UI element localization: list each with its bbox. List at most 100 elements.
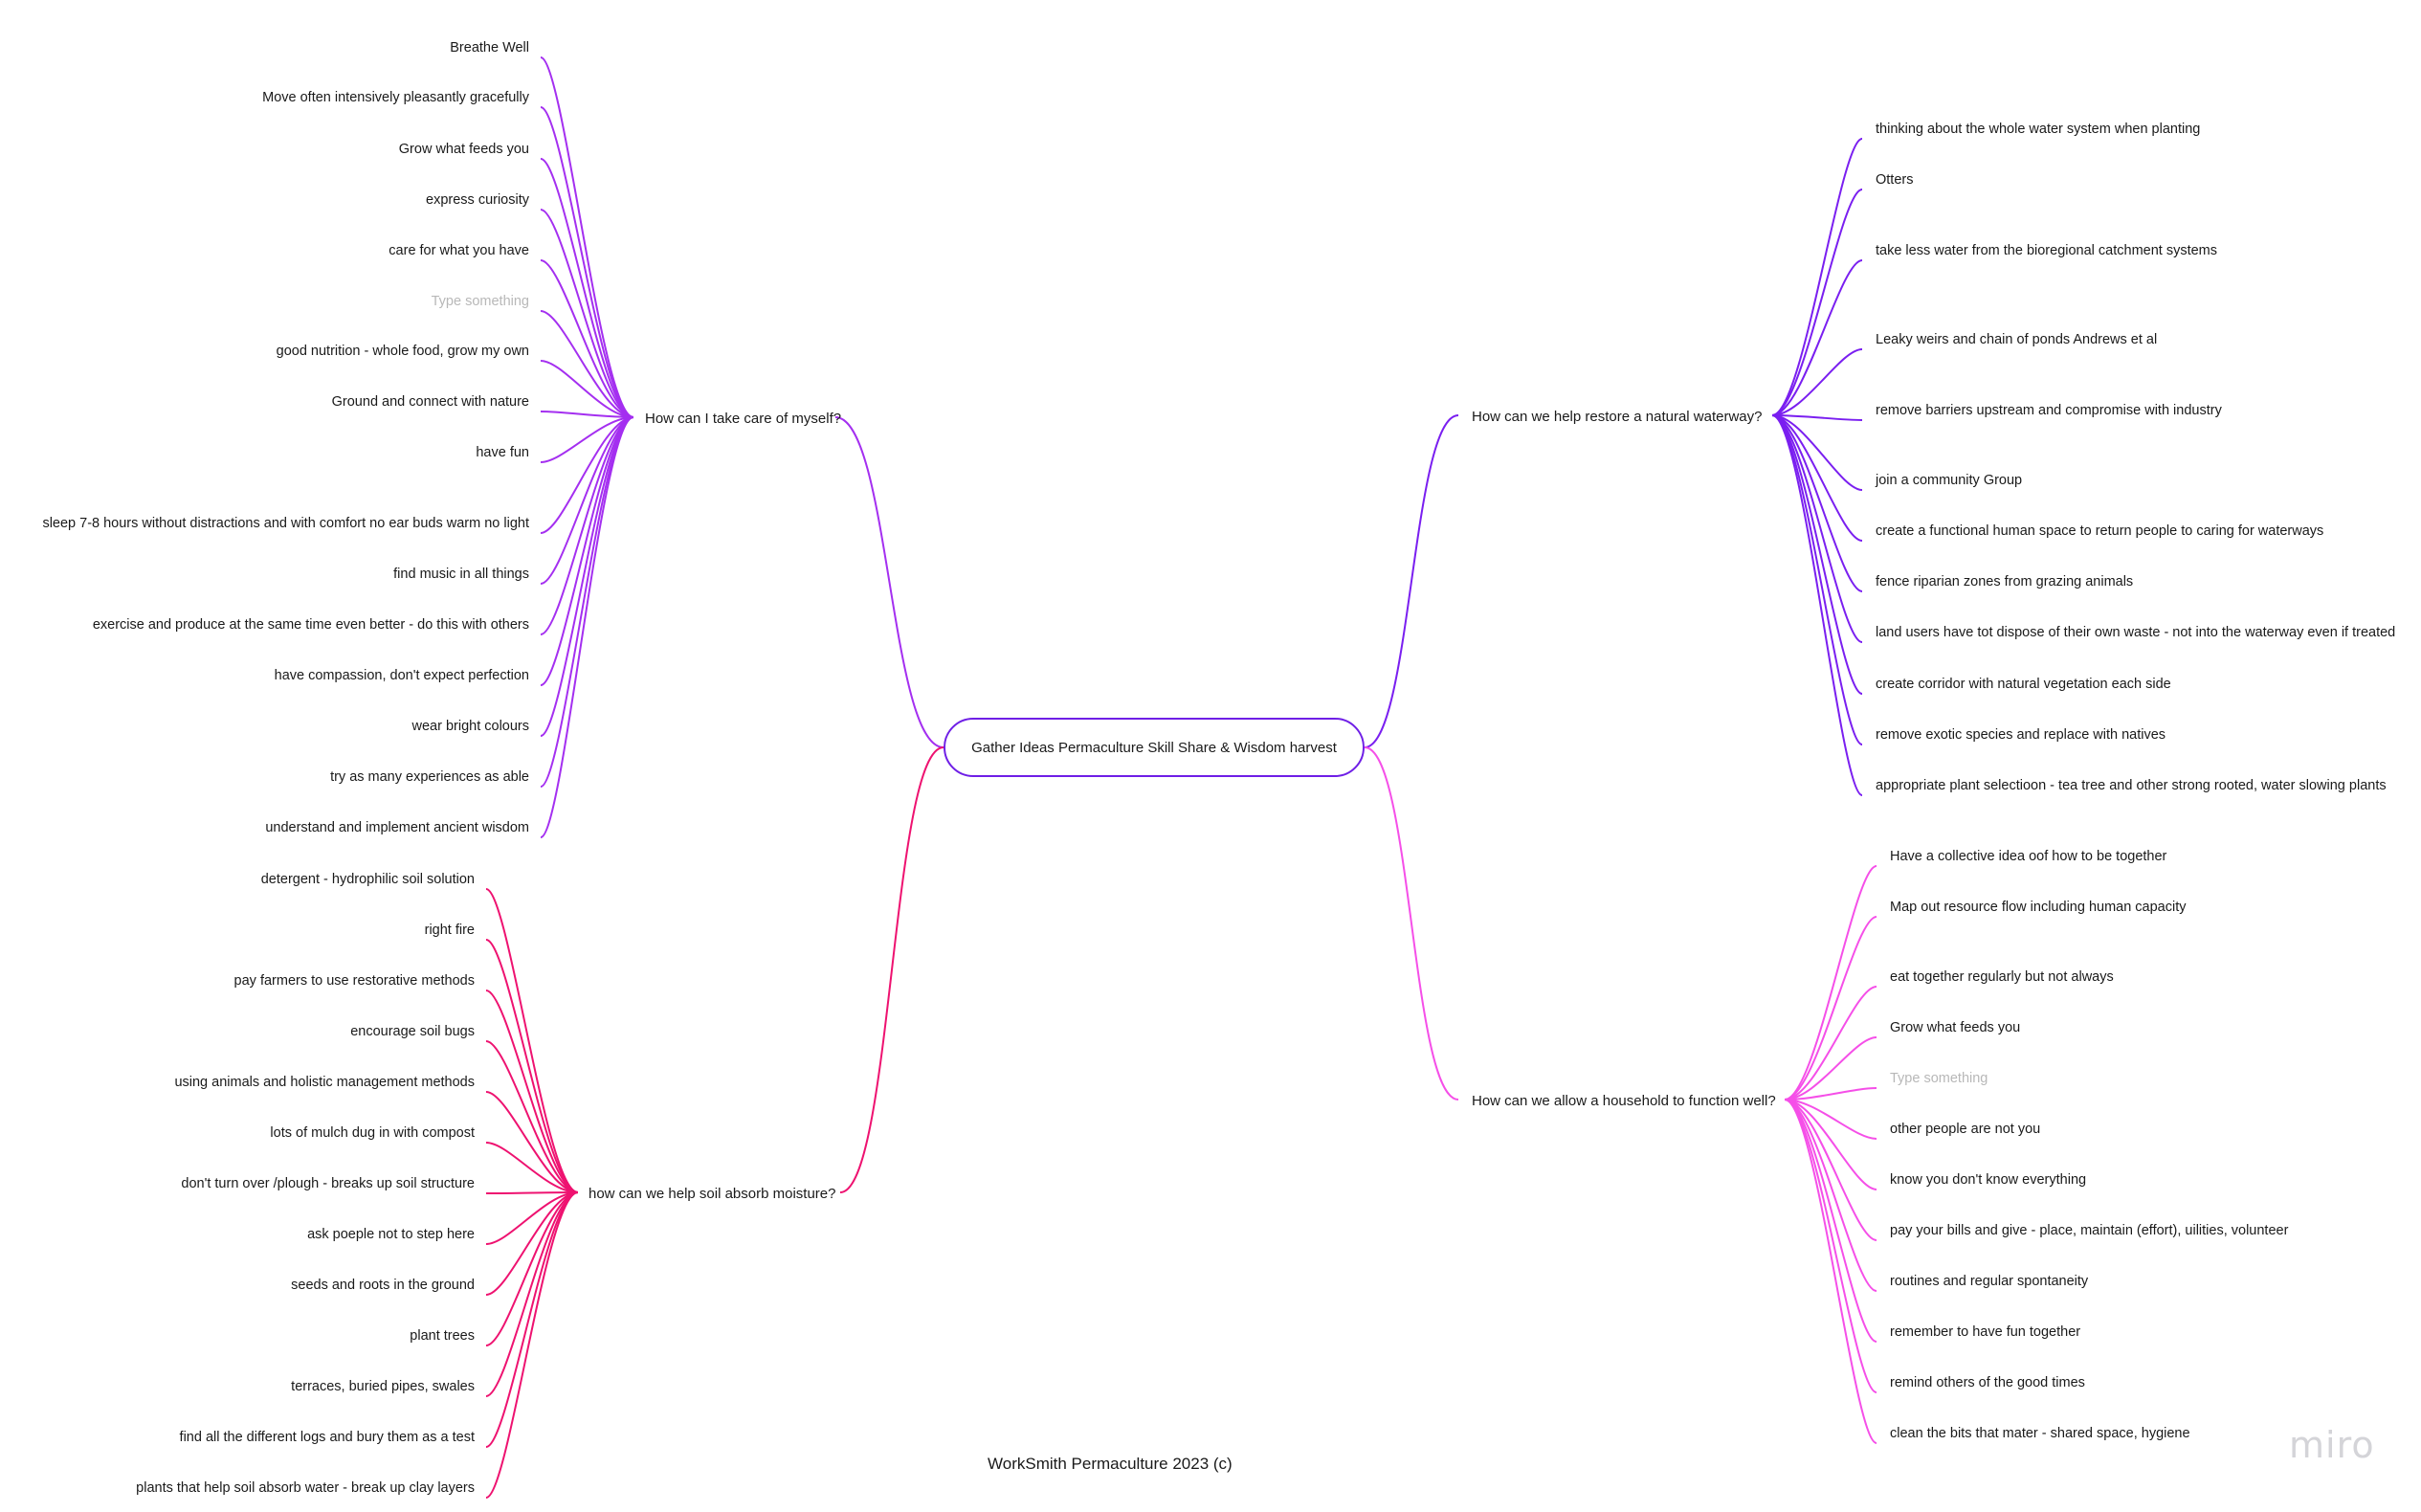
idea-node[interactable]: land users have tot dispose of their own… xyxy=(1876,625,2395,640)
connector-center-to-soil xyxy=(839,746,944,1193)
connector-self-item xyxy=(540,416,634,788)
connector-soil-item xyxy=(485,1191,579,1346)
connector-water-item xyxy=(1771,414,1863,592)
idea-node[interactable]: understand and implement ancient wisdom xyxy=(265,820,529,835)
idea-node[interactable]: seeds and roots in the ground xyxy=(291,1278,475,1293)
connector-self-item xyxy=(540,416,634,838)
idea-node[interactable]: don't turn over /plough - breaks up soil… xyxy=(181,1176,475,1191)
connector-self-item xyxy=(540,360,634,418)
central-topic-label: Gather Ideas Permaculture Skill Share & … xyxy=(971,739,1337,756)
idea-node[interactable]: appropriate plant selectioon - tea tree … xyxy=(1876,778,2387,793)
connector-soil-item xyxy=(485,1191,579,1397)
connector-water-item xyxy=(1771,348,1863,416)
idea-node[interactable]: have compassion, don't expect perfection xyxy=(275,668,529,683)
connector-soil-item xyxy=(485,989,579,1193)
connector-household-item xyxy=(1784,1099,1877,1241)
idea-node[interactable]: find all the different logs and bury the… xyxy=(180,1430,475,1445)
topic-label-self[interactable]: How can I take care of myself? xyxy=(645,411,841,427)
idea-node[interactable]: clean the bits that mater - shared space… xyxy=(1890,1426,2190,1441)
idea-node[interactable]: eat together regularly but not always xyxy=(1890,969,2114,985)
connector-household-item xyxy=(1784,1036,1877,1101)
idea-node[interactable]: express curiosity xyxy=(426,192,530,208)
topic-label-water[interactable]: How can we help restore a natural waterw… xyxy=(1472,409,1763,425)
idea-node[interactable]: ask poeple not to step here xyxy=(307,1227,475,1242)
idea-node[interactable]: right fire xyxy=(425,923,475,938)
idea-node[interactable]: encourage soil bugs xyxy=(350,1024,475,1039)
connector-self-item xyxy=(540,416,634,635)
connector-water-item xyxy=(1771,414,1863,695)
idea-node[interactable]: good nutrition - whole food, grow my own xyxy=(277,344,529,359)
idea-node[interactable]: remove exotic species and replace with n… xyxy=(1876,727,2166,743)
connector-self-item xyxy=(540,310,634,418)
idea-node[interactable]: know you don't know everything xyxy=(1890,1172,2086,1188)
idea-node[interactable]: thinking about the whole water system wh… xyxy=(1876,122,2200,137)
idea-node[interactable]: terraces, buried pipes, swales xyxy=(291,1379,475,1394)
connector-self-item xyxy=(540,416,634,463)
connector-self-item xyxy=(540,416,634,686)
placeholder-node[interactable]: Type something xyxy=(432,294,529,309)
idea-node[interactable]: detergent - hydrophilic soil solution xyxy=(261,872,475,887)
idea-node[interactable]: Have a collective idea oof how to be tog… xyxy=(1890,849,2167,864)
branch-soil: how can we help soil absorb moisture? det… xyxy=(136,746,944,1499)
connector-household-item xyxy=(1784,916,1877,1101)
connector-household-item xyxy=(1784,986,1877,1101)
idea-node[interactable]: care for what you have xyxy=(389,243,529,258)
idea-node[interactable]: Grow what feeds you xyxy=(1890,1020,2020,1035)
connector-water-item xyxy=(1771,138,1863,416)
idea-node[interactable]: remember to have fun together xyxy=(1890,1324,2080,1340)
idea-node[interactable]: remove barriers upstream and compromise … xyxy=(1876,403,2223,418)
connector-self-item xyxy=(540,416,634,585)
idea-node[interactable]: wear bright colours xyxy=(411,719,530,734)
idea-node[interactable]: Grow what feeds you xyxy=(399,142,529,157)
connector-household-item xyxy=(1784,1099,1877,1444)
idea-node[interactable]: Ground and connect with nature xyxy=(332,394,529,410)
central-topic-node[interactable]: Gather Ideas Permaculture Skill Share & … xyxy=(944,718,1365,777)
connector-water-item xyxy=(1771,414,1863,745)
idea-node[interactable]: try as many experiences as able xyxy=(330,769,529,785)
idea-node[interactable]: routines and regular spontaneity xyxy=(1890,1274,2089,1289)
idea-node[interactable]: Breathe Well xyxy=(450,40,529,56)
idea-node[interactable]: remind others of the good times xyxy=(1890,1375,2085,1390)
topic-label-soil[interactable]: how can we help soil absorb moisture? xyxy=(589,1186,835,1202)
connector-water-item xyxy=(1771,414,1863,421)
connector-soil-item xyxy=(485,939,579,1193)
idea-node[interactable]: using animals and holistic management me… xyxy=(174,1075,475,1090)
connector-self-item xyxy=(540,106,634,418)
connector-self-item xyxy=(540,259,634,418)
idea-node[interactable]: pay your bills and give - place, maintai… xyxy=(1890,1223,2289,1238)
idea-node[interactable]: create a functional human space to retur… xyxy=(1876,523,2323,539)
connector-soil-item xyxy=(485,1191,579,1245)
connector-water-item xyxy=(1771,189,1863,416)
connector-household-item xyxy=(1784,1099,1877,1292)
idea-node[interactable]: sleep 7-8 hours without distractions and… xyxy=(42,516,529,531)
idea-node[interactable]: other people are not you xyxy=(1890,1122,2040,1137)
connector-water-item xyxy=(1771,414,1863,796)
idea-node[interactable]: take less water from the bioregional cat… xyxy=(1876,243,2217,258)
idea-node[interactable]: find music in all things xyxy=(393,567,529,582)
idea-node[interactable]: Leaky weirs and chain of ponds Andrews e… xyxy=(1876,332,2157,347)
topic-label-household[interactable]: How can we allow a household to function… xyxy=(1472,1093,1776,1109)
idea-node[interactable]: pay farmers to use restorative methods xyxy=(234,973,475,989)
branch-household: How can we allow a household to function… xyxy=(1364,746,2289,1444)
connector-self-item xyxy=(540,209,634,418)
idea-node[interactable]: lots of mulch dug in with compost xyxy=(270,1125,475,1141)
idea-node[interactable]: have fun xyxy=(476,445,529,460)
idea-node[interactable]: join a community Group xyxy=(1875,473,2022,488)
connector-soil-item xyxy=(485,1191,579,1194)
connector-self-item xyxy=(540,416,634,737)
idea-node[interactable]: exercise and produce at the same time ev… xyxy=(93,617,529,633)
branch-self: How can I take care of myself? Breathe We… xyxy=(42,40,944,838)
idea-node[interactable]: create corridor with natural vegetation … xyxy=(1876,677,2171,692)
idea-node[interactable]: Otters xyxy=(1876,172,1913,188)
idea-node[interactable]: plants that help soil absorb water - bre… xyxy=(136,1480,475,1496)
connector-soil-item xyxy=(485,888,579,1193)
idea-node[interactable]: fence riparian zones from grazing animal… xyxy=(1876,574,2133,589)
idea-node[interactable]: Move often intensively pleasantly gracef… xyxy=(262,90,530,105)
miro-logo: miro xyxy=(2289,1424,2375,1466)
connector-self-item xyxy=(540,416,634,534)
idea-node[interactable]: plant trees xyxy=(410,1328,475,1344)
connector-soil-item xyxy=(485,1040,579,1193)
idea-node[interactable]: Map out resource flow including human ca… xyxy=(1890,900,2187,915)
placeholder-node[interactable]: Type something xyxy=(1890,1071,1988,1086)
